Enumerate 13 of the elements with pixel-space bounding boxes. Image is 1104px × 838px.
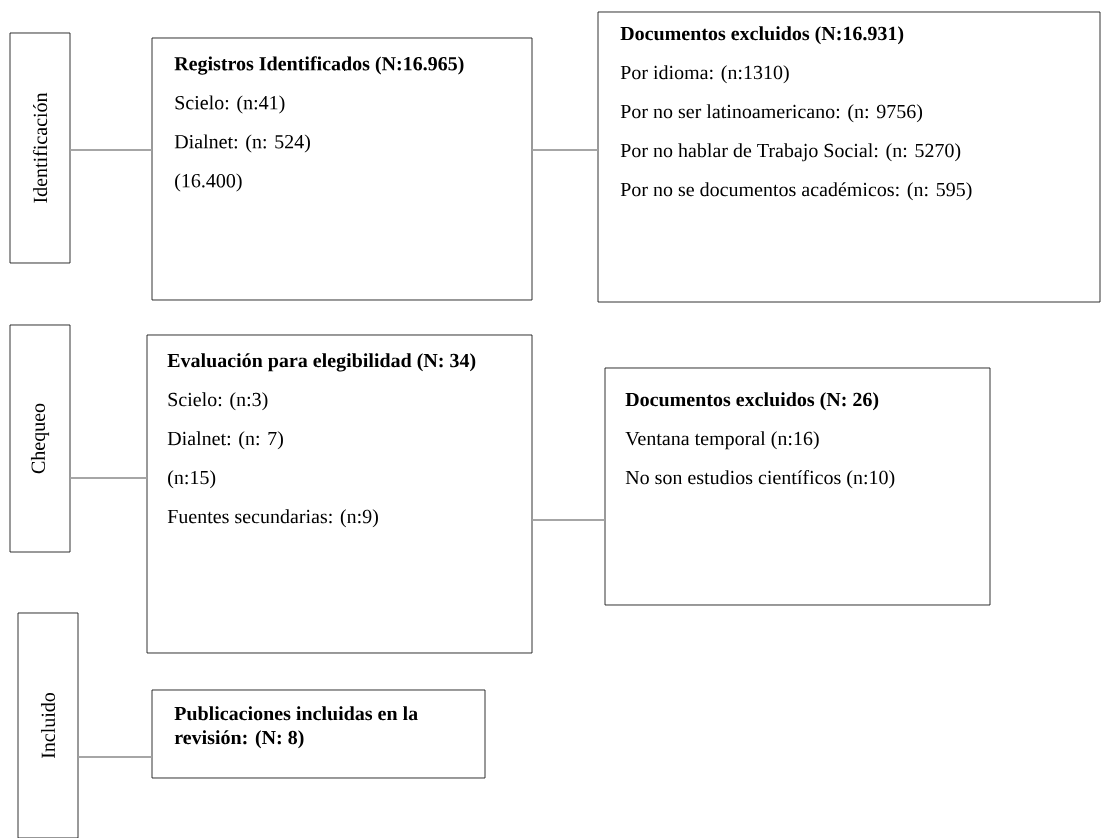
process-box: Documentos excluidos (N:16.931) Por idioma: (n:1310) Por no ser latinoamericano: (n: 9756) Por no hablar de Trabajo Social: (n: 5270) Por no se documentos académicos: (n: 595) <box>597 11 1101 303</box>
process-box: Publicaciones incluidas en la revisión: (N: 8) <box>151 689 486 779</box>
stage-label-box: Identificación <box>9 32 71 264</box>
connector-line <box>69 477 148 479</box>
connector-line <box>77 756 153 758</box>
process-box: Evaluación para elegibilidad (N: 34) Scielo: (n:3) Dialnet: (n: 7) (n:15) Fuentes secundarias: (n:9) <box>146 334 533 654</box>
connector-line <box>531 149 599 151</box>
stage-label-box: Incluido <box>17 612 79 838</box>
process-box: Documentos excluidos (N: 26) Ventana temporal (n:16) No son estudios científicos (n:10) <box>604 367 991 606</box>
stage-label-box: Chequeo <box>9 324 71 553</box>
connector-line <box>531 519 606 521</box>
connector-line <box>69 149 153 151</box>
process-box: Registros Identificados (N:16.965) Scielo: (n:41) Dialnet: (n: 524) (16.400) <box>151 37 533 301</box>
